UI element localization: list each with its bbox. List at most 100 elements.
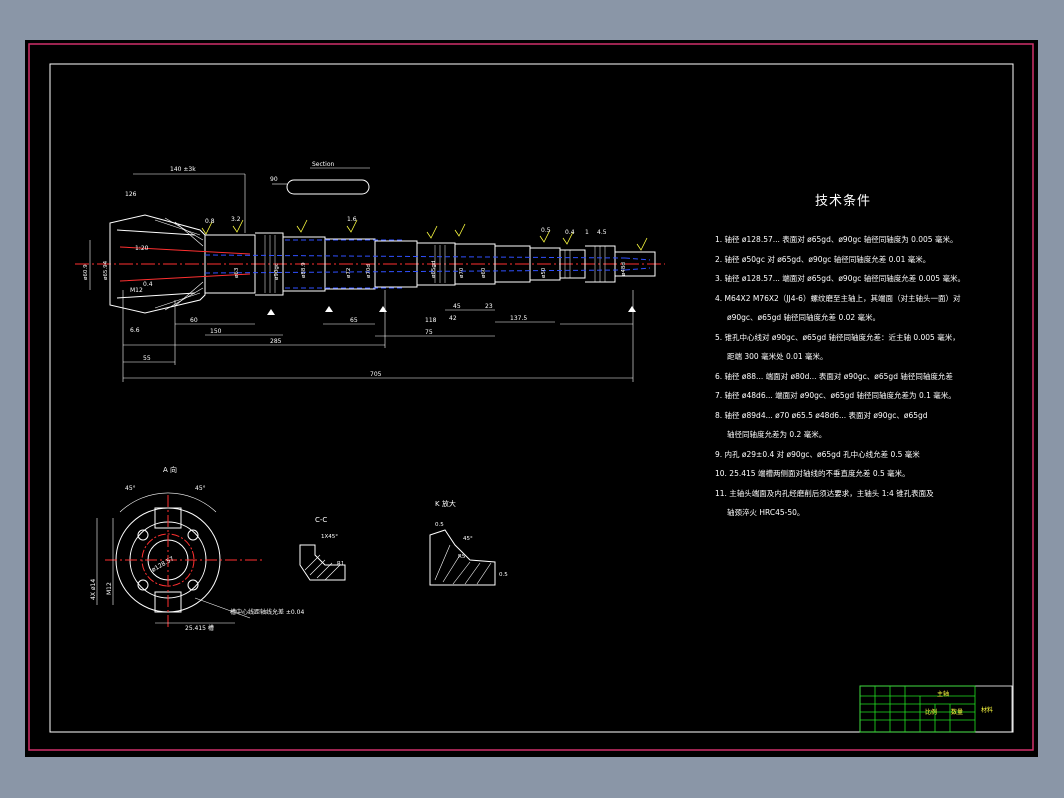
- angle-label: 45°: [125, 485, 136, 492]
- segment-4: [325, 238, 376, 290]
- section-cc-title: C-C: [315, 516, 327, 524]
- dim-text: M12: [130, 287, 143, 294]
- diameter-labels: ø60.9 ø65.94 ø63 ø90gc ø88.9 ø72 ø70d ø6…: [83, 260, 627, 280]
- segment-12: [615, 251, 656, 277]
- requirement-item: 1. 轴径 ø128.57... 表面对 ø65gd、ø90gc 轴径同轴度为 …: [715, 235, 958, 244]
- k-radius: R5: [458, 554, 466, 560]
- requirement-item: 3. 轴径 ø128.57... 端面对 ø65gd、ø90gc 轴径同轴度允差…: [715, 274, 965, 283]
- main-view-labels: 140 ±3k Section 90 126 1:20 M12 0.4 6.6 …: [125, 161, 607, 378]
- title-block: [859, 685, 1013, 733]
- diameter-text: ø70: [459, 267, 465, 278]
- dim-text: 42: [449, 315, 457, 322]
- engineering-drawing: 140 ±3k Section 90 126 1:20 M12 0.4 6.6 …: [28, 43, 1034, 751]
- dim-text: 3.2: [231, 216, 241, 223]
- segment-8: [495, 245, 531, 283]
- diameter-text: ø90gc: [274, 263, 280, 280]
- dim-text: 55: [143, 355, 151, 362]
- dim-text: 0.4: [143, 281, 153, 288]
- diameter-text: ø50: [541, 267, 547, 278]
- diameter-label: ø128.57: [151, 555, 176, 573]
- requirement-item: 轴径同轴度允差为 0.2 毫米。: [727, 430, 827, 439]
- title-text: 材料: [981, 706, 993, 714]
- dim-text: 0.5: [541, 227, 551, 234]
- dim-text: 285: [270, 338, 282, 345]
- angle-label: 45°: [195, 485, 206, 492]
- diameter-text: ø88.9: [301, 262, 307, 278]
- k-angle: 45°: [463, 536, 473, 542]
- chamfer-label: 1X45°: [321, 534, 338, 540]
- dim-text: 0.8: [205, 218, 215, 225]
- dim-text: Section: [312, 161, 334, 168]
- radius-label: R1: [337, 561, 344, 567]
- outer-frame: [28, 43, 1034, 751]
- requirement-item: ø90gc、ø65gd 轴径同轴度允差 0.02 毫米。: [727, 313, 881, 322]
- dim-text: 705: [370, 371, 382, 378]
- dim-text: 140 ±3k: [170, 166, 196, 173]
- dim-text: 65: [350, 317, 358, 324]
- segment-9: [530, 247, 561, 281]
- note-label: 槽中心线距轴线允差 ±0.04: [230, 608, 304, 616]
- title-text: 比例: [925, 708, 937, 716]
- dim-text: 60: [190, 317, 198, 324]
- dim-text: 0.4: [565, 229, 575, 236]
- technical-requirements-title: 技术条件: [815, 194, 872, 209]
- diameter-text: ø72: [346, 268, 352, 278]
- title-text: 数量: [951, 708, 963, 716]
- diameter-text: ø60.9: [83, 264, 89, 280]
- diameter-text: ø48d: [621, 262, 627, 276]
- a-view-title: A 向: [163, 465, 177, 474]
- spindle-head-outline: [109, 214, 206, 314]
- head-hatching: [154, 217, 204, 311]
- requirement-item: 轴颈淬火 HRC45-50。: [727, 508, 805, 517]
- requirement-item: 2. 轴径 ø50gc 对 ø65gd、ø90gc 轴径同轴度允差 0.01 毫…: [715, 254, 931, 264]
- inner-frame: [49, 63, 1014, 733]
- requirement-item: 10. 25.415 端槽两侧面对轴线的不垂直度允差 0.5 毫米。: [715, 469, 910, 478]
- segment-7: [455, 243, 496, 285]
- segment-6: [417, 242, 456, 286]
- requirement-item: 5. 锥孔中心线对 ø90gc、ø65gd 轴径同轴度允差：近主轴 0.005 …: [715, 332, 960, 342]
- hole-label: 4X ø14: [90, 579, 97, 600]
- title-block-text: 主轴 比例 数量 材料: [925, 690, 993, 716]
- detail-k: K 放大 0.5 45° R5 0.5: [429, 499, 508, 586]
- thread-label: M12: [106, 582, 113, 595]
- dim-text: 6.6: [130, 327, 140, 334]
- segment-1: [205, 234, 256, 294]
- keyway: [286, 179, 370, 195]
- k-dim: 0.5: [499, 572, 508, 578]
- a-view-labels: 45° 45° ø128.57 4X ø14 25.415 槽 M12 槽中心线…: [90, 485, 304, 632]
- inner-bore: [204, 254, 626, 274]
- dim-text: 137.5: [510, 315, 527, 322]
- diameter-text: ø65.94: [103, 260, 109, 280]
- diameter-text: ø65gd: [431, 261, 437, 278]
- requirement-item: 11. 主轴头端面及内孔经磨削后须达要求，主轴头 1:4 锥孔表面及: [715, 488, 934, 498]
- dim-text: 75: [425, 329, 433, 336]
- requirement-item: 4. M64X2 M76X2（JJ4-6）螺纹磨至主轴上，其端面（对主轴头一面）…: [715, 293, 961, 303]
- segment-3: [283, 236, 326, 292]
- dim-text: 45: [453, 303, 461, 310]
- slot-label: 25.415 槽: [185, 624, 214, 632]
- segment-5: [375, 240, 418, 288]
- requirement-item: 距端 300 毫米处 0.01 毫米。: [727, 352, 828, 361]
- drawing-sheet: 140 ±3k Section 90 126 1:20 M12 0.4 6.6 …: [25, 40, 1038, 757]
- dim-text: 1:20: [135, 245, 149, 252]
- title-text: 主轴: [937, 690, 949, 698]
- main-shaft-view: [75, 167, 665, 382]
- dim-text: 150: [210, 328, 222, 335]
- dim-text: 1.6: [347, 216, 357, 223]
- diameter-text: ø60: [481, 267, 487, 278]
- k-dim: 0.5: [435, 522, 444, 528]
- technical-requirements-list: 1. 轴径 ø128.57... 表面对 ø65gd、ø90gc 轴径同轴度为 …: [715, 230, 1015, 523]
- roughness-symbols: [201, 219, 648, 251]
- dim-text: 23: [485, 303, 493, 310]
- dim-text: 90: [270, 176, 278, 183]
- requirement-item: 7. 轴径 ø48d6... 端面对 ø90gc、ø65gd 轴径同轴度允差为 …: [715, 391, 956, 400]
- dim-text: 1: [585, 229, 589, 236]
- a-view: A 向: [96, 465, 265, 630]
- dim-text: 4.5: [597, 229, 607, 236]
- diameter-text: ø63: [234, 267, 240, 278]
- segment-2: [255, 232, 284, 296]
- dim-text: 126: [125, 191, 137, 198]
- k-detail-title: K 放大: [435, 499, 456, 508]
- dim-text: 118: [425, 317, 437, 324]
- section-cc: C-C 1X45° R1: [299, 516, 346, 581]
